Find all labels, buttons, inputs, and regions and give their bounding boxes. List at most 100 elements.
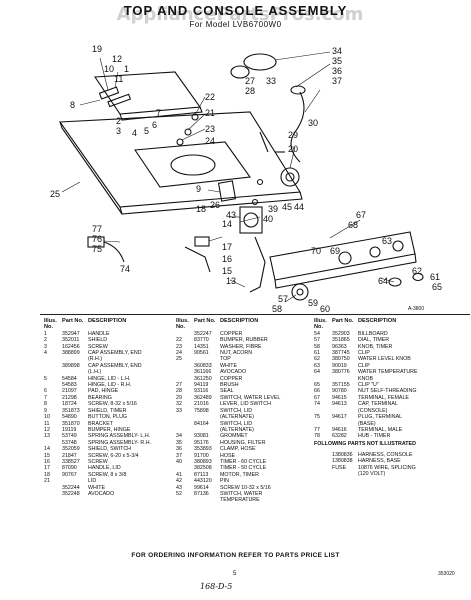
callout-13: 13 <box>226 276 236 286</box>
callout-69: 69 <box>330 246 340 256</box>
callout-34: 34 <box>332 46 342 56</box>
callout-9: 9 <box>196 184 201 194</box>
lid <box>94 71 202 115</box>
callout-57: 57 <box>278 294 288 304</box>
callout-18: 18 <box>196 204 206 214</box>
callout-10: 10 <box>104 64 114 74</box>
callout-36: 36 <box>332 66 342 76</box>
callout-35: 35 <box>332 56 342 66</box>
column-header: Illus. No. Part No. DESCRIPTION <box>314 318 397 331</box>
callout-19: 19 <box>92 44 102 54</box>
callout-63: 63 <box>382 236 392 246</box>
table-row: (CONSOLE) <box>358 407 388 414</box>
top-panel <box>58 111 301 208</box>
callout-25: 25 <box>50 189 60 199</box>
callout-68: 68 <box>348 220 358 230</box>
handwritten-note: 168-D-5 <box>200 582 233 591</box>
callout-61: 61 <box>430 272 440 282</box>
callout-23: 23 <box>205 124 215 134</box>
callout-33: 33 <box>266 76 276 86</box>
callout-76: 76 <box>92 234 102 244</box>
callout-45: 45 <box>282 202 292 212</box>
callout-20: 20 <box>288 144 298 154</box>
callout-17: 17 <box>222 242 232 252</box>
page-title: TOP AND CONSOLE ASSEMBLY <box>123 3 348 18</box>
table-row: TEMPERATURE <box>220 497 260 504</box>
callout-27: 27 <box>245 76 255 86</box>
callout-26: 26 <box>210 200 220 210</box>
lid-switch <box>194 236 210 247</box>
table-row: (L.H.) <box>88 369 102 376</box>
callout-12: 12 <box>112 54 122 64</box>
callout-62: 62 <box>412 266 422 276</box>
callout-37: 37 <box>332 76 342 86</box>
timer-knob <box>291 283 309 301</box>
callout-1: 1 <box>124 64 129 74</box>
figure-code: A-3800 <box>408 306 425 312</box>
callout-43: 43 <box>226 210 236 220</box>
callout-40: 40 <box>263 214 273 224</box>
model-subtitle: For Model LVB6700W0 <box>189 20 282 29</box>
exploded-diagram: 19 12 10 1 11 8 2 3 4 5 6 7 22 21 23 24 … <box>50 44 442 312</box>
timer <box>239 206 263 234</box>
callout-2: 2 <box>116 116 121 126</box>
callout-30: 30 <box>308 118 318 128</box>
callout-22: 22 <box>205 92 215 102</box>
page-number: 5 <box>233 571 237 577</box>
table-row: KNOB <box>358 375 374 382</box>
table-row: (120 VOLT) <box>358 471 386 478</box>
callout-11: 11 <box>114 74 123 84</box>
column-header: Illus. No. Part No. DESCRIPTION <box>176 318 259 331</box>
console-panel <box>269 231 416 281</box>
callout-14: 14 <box>222 219 232 229</box>
callout-60: 60 <box>320 304 330 312</box>
tub-opening <box>134 141 251 188</box>
callout-29: 29 <box>288 130 298 140</box>
callout-15: 15 <box>222 266 232 276</box>
callout-4: 4 <box>132 128 137 138</box>
table-top-rule <box>40 314 470 315</box>
callout-16: 16 <box>222 254 232 264</box>
callout-70: 70 <box>311 246 321 256</box>
callout-67: 67 <box>356 210 366 220</box>
